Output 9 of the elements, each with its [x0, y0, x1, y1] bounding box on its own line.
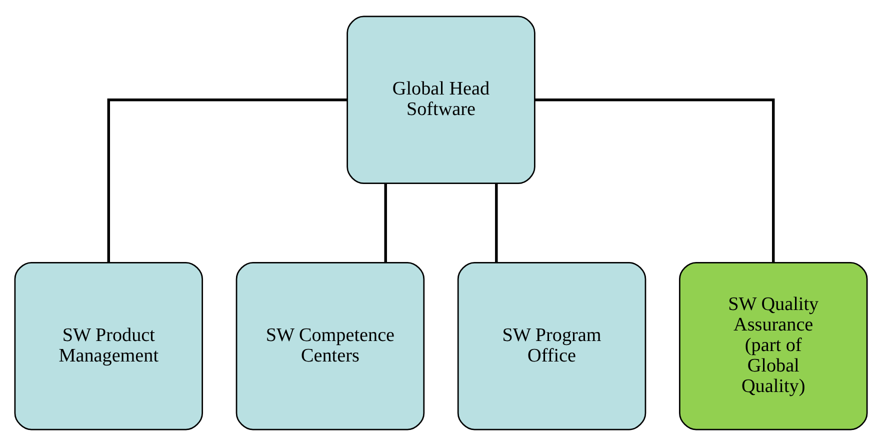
connector — [106, 98, 347, 262]
node-box: SW Product Management — [14, 261, 203, 430]
connector — [384, 183, 386, 262]
node-box: Global Head Software — [346, 15, 535, 184]
connector — [494, 183, 498, 262]
connector — [534, 98, 774, 262]
node-box: SW Program Office — [456, 261, 646, 430]
node-box: SW Competence Centers — [235, 261, 424, 430]
node-box: SW Quality Assurance (part of Global Quality) — [678, 261, 868, 430]
